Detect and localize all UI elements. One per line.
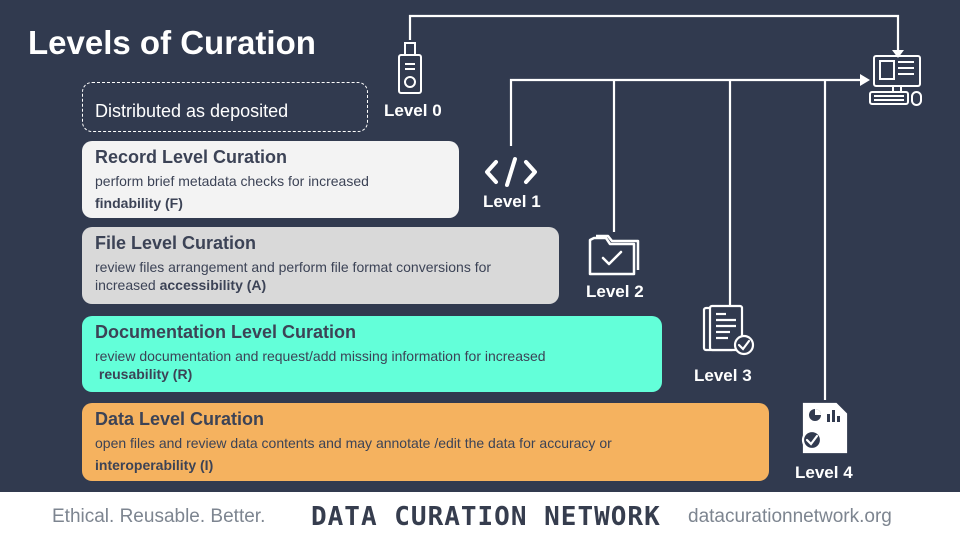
level-1-label: Level 1 xyxy=(483,192,541,211)
level-4-label: Level 4 xyxy=(795,463,853,482)
level-2-label: Level 2 xyxy=(586,282,644,301)
box-title: Record Level Curation xyxy=(95,147,288,167)
report-check-icon xyxy=(801,402,848,454)
documentation-level-box: Documentation Level Curation review docu… xyxy=(82,316,662,392)
data-level-box: Data Level Curation open files and revie… xyxy=(82,403,769,481)
footer-tagline: Ethical. Reusable. Better. xyxy=(52,506,266,527)
box-desc: open files and review data contents and … xyxy=(95,435,612,473)
box-title: Data Level Curation xyxy=(95,409,265,429)
folder-check-icon xyxy=(588,234,640,276)
footer-brand: DATA CURATION NETWORK xyxy=(311,502,661,532)
code-icon xyxy=(485,157,537,187)
deposited-box: Distributed as deposited xyxy=(82,82,368,132)
box-title: Documentation Level Curation xyxy=(95,322,357,342)
computer-icon xyxy=(869,55,922,106)
box-title: File Level Curation xyxy=(95,233,257,253)
level-3-label: Level 3 xyxy=(694,366,752,385)
box-desc: review files arrangement and perform fil… xyxy=(95,259,492,293)
footer-url: datacurationnetwork.org xyxy=(688,506,892,527)
file-level-box: File Level Curation review files arrange… xyxy=(82,227,559,304)
level-0-label: Level 0 xyxy=(384,101,442,120)
footer xyxy=(0,492,960,540)
page-title: Levels of Curation xyxy=(28,24,316,61)
box-desc: perform brief metadata checks for increa… xyxy=(95,173,369,211)
record-level-box: Record Level Curation perform brief meta… xyxy=(82,141,459,218)
connector-lines xyxy=(408,14,904,400)
deposited-label: Distributed as deposited xyxy=(95,101,289,121)
usb-drive-icon xyxy=(398,42,422,94)
document-check-icon xyxy=(702,304,755,356)
box-desc: review documentation and request/add mis… xyxy=(95,348,546,382)
